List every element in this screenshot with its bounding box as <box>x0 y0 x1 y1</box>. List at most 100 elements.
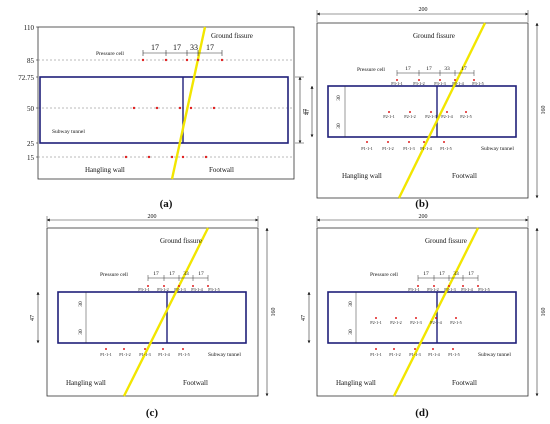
subway-tunnel-box <box>39 76 289 144</box>
cell-id: P1-1-2 <box>119 352 130 357</box>
subway-tunnel-box <box>57 291 247 344</box>
spacing-label: 33 <box>453 271 459 277</box>
cell-id: P1-1-1 <box>370 352 381 357</box>
panel-a: 110 85 72.75 50 25 15 <box>18 24 309 210</box>
cell-id: P2-1-1 <box>383 114 394 119</box>
cell-id: P2-1-5 <box>460 114 471 119</box>
cell-id: P3-1-3 <box>444 287 455 292</box>
pressure-cells <box>366 79 475 143</box>
pressure-cells <box>375 285 479 350</box>
cell-id: P1-1-3 <box>403 146 414 151</box>
cell-id: P2-1-3 <box>425 114 436 119</box>
cell-id: P1-1-2 <box>389 352 400 357</box>
cell-id: P3-1-2 <box>413 81 424 86</box>
cell-id: P1-1-4 <box>428 352 440 357</box>
panel-c: 200 160 47 30 30 17 17 33 17 P3-1-1 P3-1… <box>30 214 277 419</box>
inner-label: 30 <box>348 301 354 307</box>
spacing-label: 17 <box>169 271 175 277</box>
hanging-wall-label: Hangling wall <box>336 379 376 387</box>
ground-fissure-line <box>392 227 480 397</box>
ground-fissure-label: Ground fissure <box>425 237 467 245</box>
ground-fissure-line <box>170 26 207 180</box>
panel-d: 200 160 47 30 30 17 17 33 17 P3-1-1 P3-1… <box>301 214 547 419</box>
width-label: 200 <box>419 7 428 13</box>
cell-id: P3-1-5 <box>478 287 489 292</box>
spacing-label: 17 <box>468 271 474 277</box>
cell-id: P2-1-1 <box>370 320 381 325</box>
ground-fissure-line <box>122 227 210 397</box>
spacing-label: 33 <box>183 271 189 277</box>
spacing-label: 17 <box>426 66 432 72</box>
cell-id: P3-1-2 <box>157 287 168 292</box>
cell-id: P1-1-4 <box>420 146 432 151</box>
cell-id: P3-1-2 <box>427 287 438 292</box>
subway-tunnel-box <box>327 85 517 138</box>
ground-fissure-label: Ground fissure <box>413 32 455 40</box>
spacing-label: 17 <box>439 271 445 277</box>
footwall-label: Footwall <box>452 379 477 387</box>
cell-id: P2-1-3 <box>410 320 421 325</box>
cell-ids-mid: P2-1-1 P2-1-2 P2-1-3 P2-1-4 P2-1-5 <box>383 114 471 119</box>
panel-a-frame <box>37 26 295 180</box>
panel-caption: (d) <box>415 407 429 419</box>
spacing-label: 17 <box>423 271 429 277</box>
cell-ids-bottom: P1-1-1 P1-1-2 P1-1-3 P1-1-4 P1-1-5 <box>361 146 451 151</box>
panel-caption: (a) <box>160 198 173 210</box>
cell-id: P3-1-1 <box>408 287 419 292</box>
subway-tunnel-label: Subway tunnel <box>478 352 511 358</box>
cell-id: P3-1-4 <box>452 81 464 86</box>
subway-tunnel-label: Subway tunnel <box>52 129 85 135</box>
spacing-label: 17 <box>461 66 467 72</box>
spacing-label: 17 <box>151 43 159 52</box>
panel-b-frame <box>316 22 529 199</box>
pressure-cell-label: Pressure cell <box>370 272 398 278</box>
cell-id: P3-1-4 <box>461 287 473 292</box>
cell-id: P3-1-1 <box>138 287 149 292</box>
y-axis-ticks: 110 85 72.75 50 25 15 <box>18 24 38 162</box>
cell-id: P3-1-5 <box>472 81 483 86</box>
inner-label: 30 <box>336 95 342 101</box>
footwall-label: Footwall <box>452 172 477 180</box>
subway-tunnel-box <box>327 291 517 344</box>
cell-id: P2-1-5 <box>450 320 461 325</box>
spacing-label: 17 <box>405 66 411 72</box>
side-label: 47 <box>30 315 36 321</box>
cell-ids-top: P3-1-1 P3-1-2 P3-1-3 P3-1-4 P3-1-5 <box>391 81 483 86</box>
hanging-wall-label: Hangling wall <box>342 172 382 180</box>
cell-id: P1-1-1 <box>361 146 372 151</box>
cell-id: P1-1-5 <box>178 352 189 357</box>
cell-id: P3-1-3 <box>434 81 445 86</box>
y-tick-label: 15 <box>27 154 35 162</box>
cell-id: P3-1-5 <box>208 287 219 292</box>
cell-id: P2-1-2 <box>404 114 415 119</box>
cell-ids-bottom: P1-1-1 P1-1-2 P1-1-3 P1-1-4 P1-1-5 <box>100 352 189 357</box>
y-tick-label: 50 <box>27 105 35 113</box>
pressure-cell-label: Pressure cell <box>96 51 124 57</box>
hanging-wall-label: Hangling wall <box>66 379 106 387</box>
y-tick-label: 25 <box>27 140 35 148</box>
hanging-wall-label: Hangling wall <box>85 166 125 174</box>
y-tick-label: 85 <box>27 57 35 65</box>
cell-id: P1-1-5 <box>448 352 459 357</box>
height-label: 160 <box>541 308 547 317</box>
cell-id: P1-1-1 <box>100 352 111 357</box>
panel-b: 200 160 47 30 30 17 17 33 17 P3-1-1 <box>305 7 547 210</box>
panel-caption: (b) <box>415 198 429 210</box>
inner-label: 30 <box>78 301 84 307</box>
panel-d-frame <box>316 227 529 397</box>
panel-caption: (c) <box>146 407 159 419</box>
footwall-label: Footwall <box>183 379 208 387</box>
subway-tunnel-label: Subway tunnel <box>208 352 241 358</box>
cell-id: P1-1-2 <box>382 146 393 151</box>
cell-ids-top: P3-1-1 P3-1-2 P3-1-3 P3-1-4 P3-1-5 <box>138 287 219 292</box>
spacing-label: 17 <box>173 43 181 52</box>
cell-id: P1-1-3 <box>139 352 150 357</box>
cell-id: P3-1-3 <box>174 287 185 292</box>
cell-id: P1-1-3 <box>409 352 420 357</box>
cell-ids-mid: P2-1-1 P2-1-2 P2-1-3 P2-1-4 P2-1-5 <box>370 320 461 325</box>
pressure-cell-label: Pressure cell <box>357 67 385 73</box>
cell-id: P1-1-5 <box>440 146 451 151</box>
inner-label: 30 <box>78 329 84 335</box>
spacing-dimension: 17 17 33 17 <box>142 43 223 56</box>
inner-label: 30 <box>336 123 342 129</box>
